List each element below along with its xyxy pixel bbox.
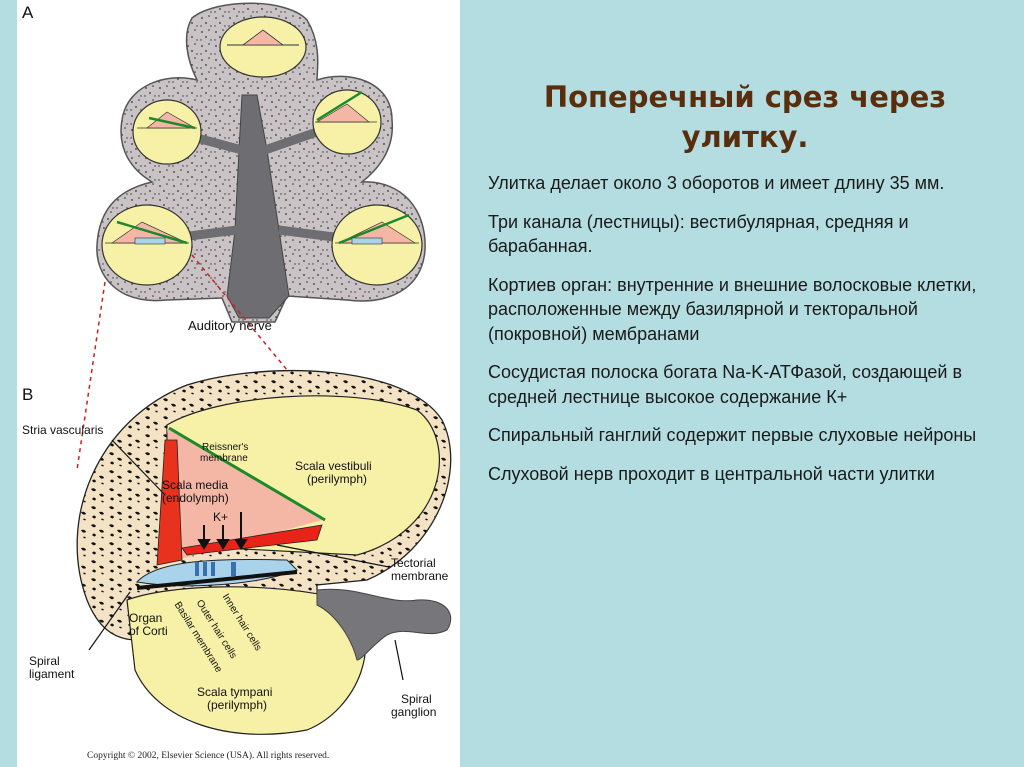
bullet-item: Улитка делает около 3 оборотов и имеет д… — [488, 173, 945, 193]
panel-b-label: B — [22, 385, 34, 404]
panel-b-cross-section — [76, 369, 452, 735]
k-plus-label: K+ — [213, 510, 229, 524]
spiral-ganglion — [316, 588, 452, 661]
reissners-membrane — [168, 426, 326, 522]
slide-title: Поперечный срез через улитку. — [543, 80, 947, 154]
panel-a-label: A — [22, 3, 34, 22]
bullet-item: Три канала (лестницы): вестибулярная, ср… — [488, 211, 909, 257]
auditory-nerve-label: Auditory nerve — [188, 318, 272, 333]
panel-a-cochlea — [76, 2, 426, 471]
stria-vascularis-label: Stria vascularis — [22, 423, 104, 437]
tectorial-membrane — [181, 524, 323, 556]
organ-label-2: of Corti — [129, 624, 168, 638]
spiral-ganglion-label-2: ganglion — [391, 705, 437, 719]
reissners-label-1: Reissner's — [202, 442, 249, 453]
scala-media-label-1: Scala media — [162, 478, 229, 492]
bullet-item: Спиральный ганглий содержит первые слухо… — [488, 425, 977, 445]
spiral-ligament-label-1: Spiral — [29, 654, 60, 668]
basal-turn-left — [101, 204, 193, 286]
zoom-guide-left — [76, 281, 106, 471]
scala-vestibuli-label-2: (perilymph) — [307, 472, 368, 486]
stria-vascularis — [156, 439, 183, 566]
basilar-membrane — [136, 570, 298, 590]
reissners-label-2: membrane — [200, 453, 248, 464]
basal-turn-right — [331, 204, 423, 286]
bullet-item: Сосудистая полоска богата Na-K-АТФазой, … — [488, 362, 963, 407]
scala-media-label-2: (endolymph) — [162, 491, 229, 505]
scala-tympani-label-1: Scala tympani — [197, 685, 273, 699]
bullet-list: Улитка делает около 3 оборотов и имеет д… — [488, 171, 1008, 500]
apical-turn — [219, 16, 307, 78]
nerve-branches — [156, 120, 358, 245]
scala-tympani-label-2: (perilymph) — [207, 698, 268, 712]
copyright-text: Copyright © 2002, Elsevier Science (USA)… — [87, 751, 330, 761]
k-arrows — [197, 512, 248, 550]
tectorial-label-1: Tectorial — [391, 556, 436, 570]
spiral-ganglion-label-1: Spiral — [401, 692, 432, 706]
middle-turn-left — [132, 99, 202, 165]
organ-label-1: Organ — [129, 611, 163, 625]
scala-tympani — [126, 586, 366, 735]
organ-of-corti — [136, 558, 298, 587]
scala-media — [167, 428, 322, 560]
bullet-item: Слуховой нерв проходит в центральной час… — [488, 463, 935, 484]
bullet-item: Кортиев орган: внутренние и внешние воло… — [488, 274, 977, 344]
pointer-lines — [88, 439, 404, 681]
hair-cells — [195, 562, 236, 576]
spiral-ligament-label-2: ligament — [29, 667, 75, 681]
tectorial-label-2: membrane — [391, 569, 449, 583]
cochlea-diagram — [76, 2, 452, 735]
nerve-trunk — [226, 94, 290, 319]
cochlea-figure: A B Auditory nerve Stria vascularis Reis… — [17, 0, 460, 767]
scala-vestibuli-label-1: Scala vestibuli — [295, 459, 372, 473]
